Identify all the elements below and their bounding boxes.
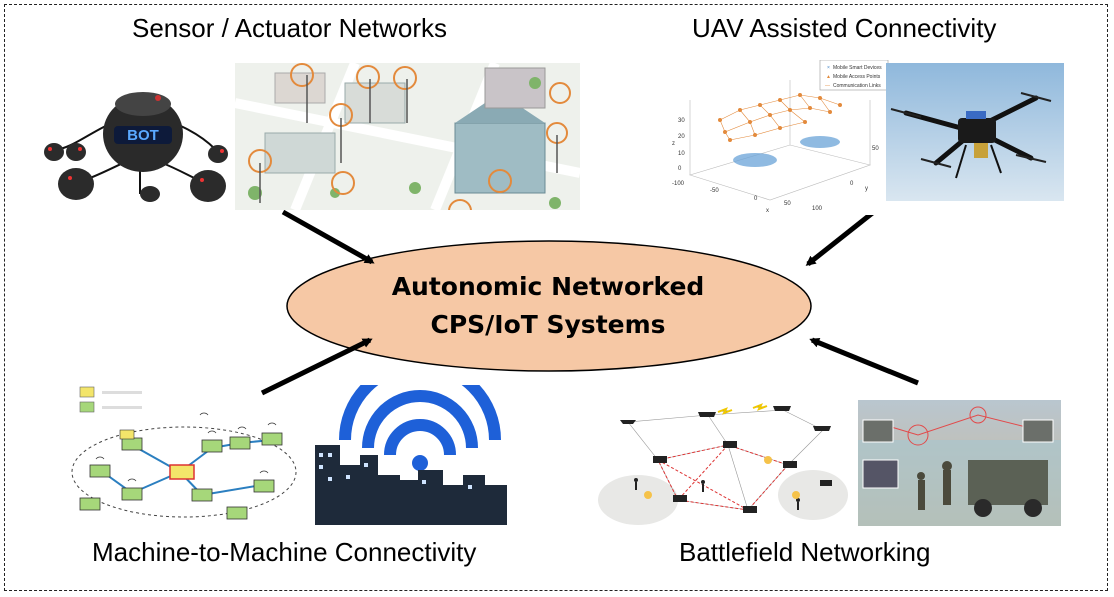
- arrow-from-battlefield: [809, 337, 919, 386]
- uav-plot-legend: [819, 60, 889, 91]
- uav-3d-plot: × Mobile Smart Devices ▲ Mobile Access P…: [670, 60, 890, 215]
- dashed-frame: [4, 4, 1108, 591]
- svg-text:-50: -50: [710, 188, 719, 194]
- caption-uav-assisted-connectivity: UAV Assisted Connectivity: [692, 13, 997, 43]
- wifi-city-illustration: [315, 385, 507, 525]
- svg-text:—: —: [825, 83, 830, 89]
- svg-text:20: 20: [678, 134, 685, 140]
- caption-sensor-actuator-networks: Sensor / Actuator Networks: [132, 13, 448, 43]
- m2m-network-diagram: [71, 386, 297, 520]
- bot-label: BOT: [127, 127, 159, 144]
- center-title-line2: CPS/IoT Systems: [430, 310, 666, 339]
- drone-photo: [886, 63, 1064, 201]
- svg-text:50: 50: [872, 146, 879, 152]
- bot-robot-illustration: BOT: [44, 92, 228, 202]
- svg-text:Communication Links: Communication Links: [833, 83, 881, 89]
- svg-text:▲: ▲: [826, 74, 831, 80]
- svg-text:0: 0: [678, 166, 682, 172]
- svg-text:100: 100: [812, 206, 823, 212]
- svg-text:x: x: [766, 208, 769, 214]
- caption-battlefield-networking: Battlefield Networking: [679, 537, 931, 567]
- svg-text:10: 10: [678, 151, 685, 157]
- svg-text:30: 30: [678, 118, 685, 124]
- battlefield-photo: [858, 400, 1061, 526]
- svg-text:Mobile Access Points: Mobile Access Points: [833, 74, 881, 80]
- svg-text:0: 0: [850, 181, 854, 187]
- svg-text:-100: -100: [672, 181, 685, 187]
- center-title: Autonomic Networked CPS/IoT Systems: [288, 268, 808, 344]
- svg-text:50: 50: [784, 201, 791, 207]
- smart-city-sensor-illustration: [235, 63, 580, 210]
- svg-text:0: 0: [754, 196, 758, 202]
- arrow-from-sensor: [281, 209, 375, 265]
- battlefield-network-diagram: [598, 403, 848, 525]
- svg-text:y: y: [865, 186, 868, 192]
- svg-text:z: z: [672, 141, 675, 147]
- center-ellipse: [286, 240, 812, 372]
- center-title-line1: Autonomic Networked: [391, 272, 705, 301]
- svg-text:Mobile Smart Devices: Mobile Smart Devices: [833, 65, 882, 71]
- arrow-from-uav: [805, 205, 882, 266]
- caption-machine-to-machine: Machine-to-Machine Connectivity: [92, 537, 477, 567]
- svg-text:×: ×: [827, 65, 830, 71]
- arrow-from-m2m: [260, 337, 373, 396]
